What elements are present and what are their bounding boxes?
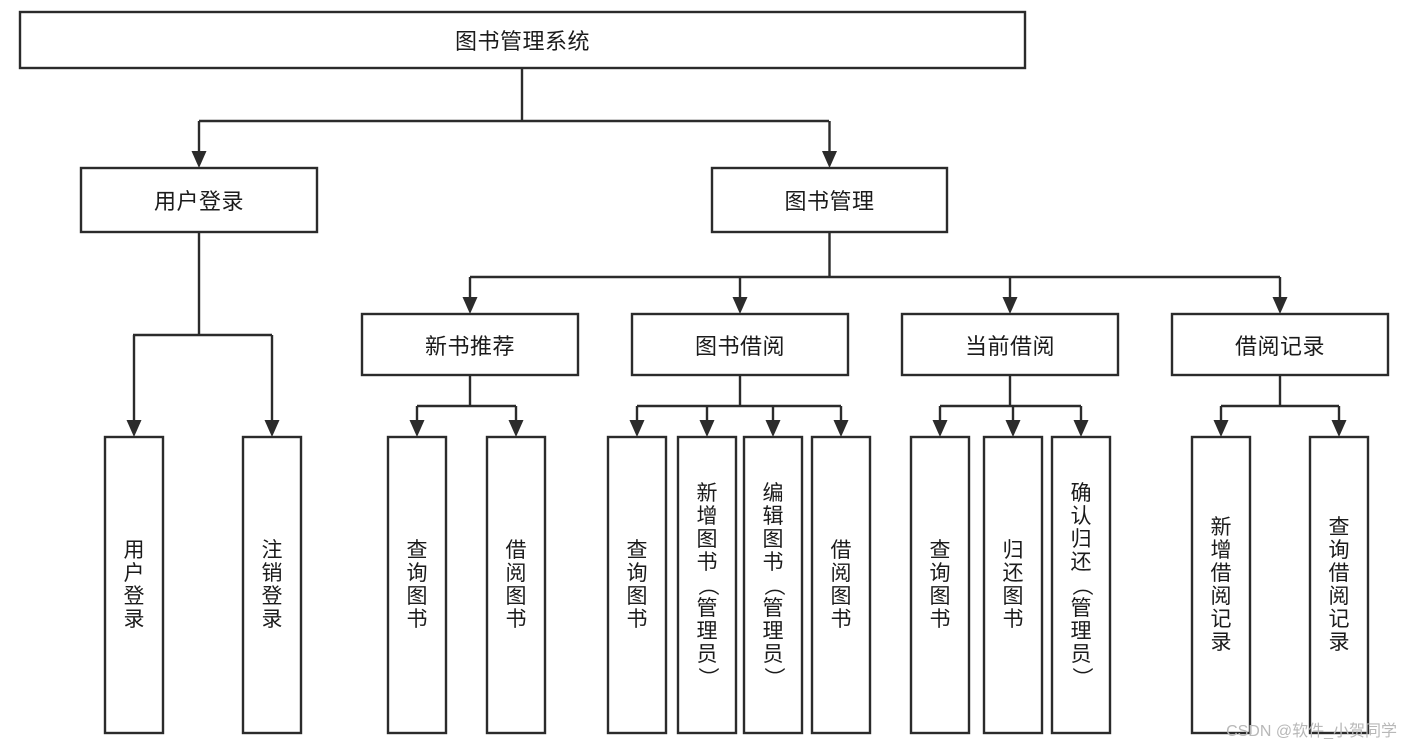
arrow-head-icon <box>191 151 207 168</box>
node-box-leaf-borrow-book-1[interactable] <box>485 435 547 735</box>
node-box-current-borrow[interactable] <box>900 312 1120 377</box>
arrow-head-icon <box>699 420 715 437</box>
arrow-head-icon <box>409 420 425 437</box>
node-box-new-book-recommend[interactable] <box>360 312 580 377</box>
node-box-leaf-query-book-3[interactable] <box>909 435 971 735</box>
arrow-head-icon <box>1272 297 1288 314</box>
arrow-head-icon <box>126 420 142 437</box>
node-box-leaf-query-book-1[interactable] <box>386 435 448 735</box>
node-box-book-borrow[interactable] <box>630 312 850 377</box>
node-box-root[interactable] <box>18 10 1027 70</box>
arrow-head-icon <box>1073 420 1089 437</box>
node-box-leaf-add-record[interactable] <box>1190 435 1252 735</box>
node-box-leaf-query-record[interactable] <box>1308 435 1370 735</box>
arrow-head-icon <box>1213 420 1229 437</box>
arrow-head-icon <box>765 420 781 437</box>
arrow-head-icon <box>932 420 948 437</box>
arrow-head-icon <box>629 420 645 437</box>
node-box-book-manage[interactable] <box>710 166 949 234</box>
node-box-leaf-user-login[interactable] <box>103 435 165 735</box>
arrow-head-icon <box>732 297 748 314</box>
node-box-leaf-query-book-2[interactable] <box>606 435 668 735</box>
node-box-leaf-add-book[interactable] <box>676 435 738 735</box>
connectors-layer <box>126 68 1347 437</box>
node-boxes-layer <box>18 10 1390 735</box>
node-box-leaf-confirm-return[interactable] <box>1050 435 1112 735</box>
node-box-user-login[interactable] <box>79 166 319 234</box>
arrow-head-icon <box>822 151 837 168</box>
node-box-borrow-record[interactable] <box>1170 312 1390 377</box>
arrow-head-icon <box>833 420 849 437</box>
node-box-leaf-logout[interactable] <box>241 435 303 735</box>
node-box-leaf-return-book[interactable] <box>982 435 1044 735</box>
arrow-head-icon <box>1005 420 1021 437</box>
node-box-leaf-edit-book[interactable] <box>742 435 804 735</box>
node-box-leaf-borrow-book-2[interactable] <box>810 435 872 735</box>
arrow-head-icon <box>264 420 280 437</box>
arrow-head-icon <box>462 297 478 314</box>
arrow-head-icon <box>1331 420 1347 437</box>
arrow-head-icon <box>1002 297 1018 314</box>
arrow-head-icon <box>508 420 524 437</box>
